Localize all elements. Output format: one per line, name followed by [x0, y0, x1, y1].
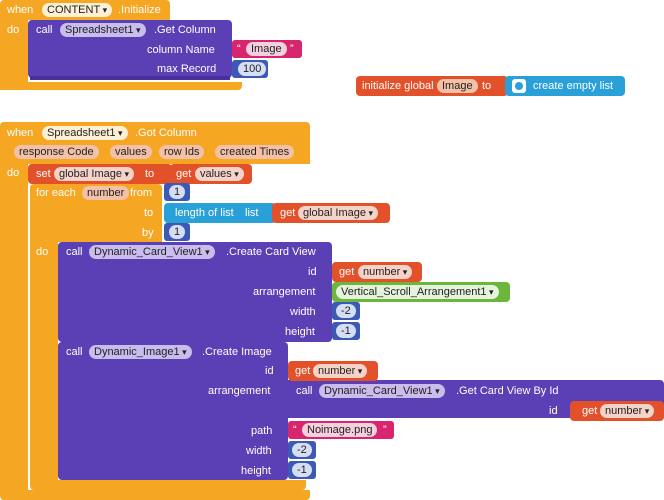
id-number-dropdown[interactable]: number	[358, 265, 413, 279]
method-name: .Get Column	[154, 24, 216, 36]
set-label: set	[36, 168, 51, 180]
height-value[interactable]: -1	[336, 324, 356, 338]
by-label: by	[142, 227, 154, 239]
do-label: do	[7, 24, 20, 36]
param-row-ids[interactable]: row Ids	[159, 145, 205, 159]
id-get-label: get	[339, 266, 355, 278]
event-block2-left-bar	[0, 164, 28, 490]
close-quote: ”	[290, 43, 294, 55]
event-block-left-bar	[0, 20, 28, 90]
component-dropdown[interactable]: CONTENT	[42, 3, 113, 17]
global-name-field[interactable]: Image	[437, 79, 478, 93]
image-component-dropdown[interactable]: Dynamic_Image1	[89, 345, 192, 359]
for-each-left-bar	[30, 242, 58, 482]
arrangement2-label: arrangement	[208, 385, 271, 397]
initialize-global-label: initialize global	[362, 80, 434, 92]
arr2-id-number-dropdown[interactable]: number	[600, 404, 655, 418]
set-to-label: to	[145, 168, 155, 180]
length-of-list-label: length of list	[175, 207, 234, 219]
create-image-method: .Create Image	[202, 346, 272, 358]
arrangement-label: arrangement	[253, 286, 316, 298]
call1-label: call	[66, 246, 83, 258]
path-label: path	[251, 425, 273, 437]
param-created-times[interactable]: created Times	[215, 145, 295, 159]
arrangement-dropdown[interactable]: Vertical_Scroll_Arrangement1	[336, 285, 499, 299]
for-each-bottom	[30, 480, 306, 490]
create-empty-list-block[interactable]	[505, 76, 625, 96]
get-global-image-dropdown[interactable]: global Image	[298, 206, 379, 220]
event-name: .Initialize	[118, 4, 161, 16]
event-block-bottom	[0, 82, 242, 90]
call-label: call	[36, 24, 53, 36]
max-record-label: max Record	[157, 63, 217, 75]
call2-label: call	[66, 346, 83, 358]
height2-label: height	[241, 465, 271, 477]
get-values-dropdown[interactable]: values	[195, 167, 244, 181]
list-label: list	[245, 207, 259, 219]
id2-number-dropdown[interactable]: number	[313, 364, 368, 378]
height2-value[interactable]: -1	[292, 463, 312, 477]
param-response-code[interactable]: response Code	[14, 145, 99, 159]
create-image-block[interactable]	[58, 342, 288, 480]
to-label: to	[482, 80, 492, 92]
number-value[interactable]: 100	[238, 62, 267, 76]
event-block2-bottom	[0, 490, 310, 500]
text-value[interactable]: Image	[246, 42, 287, 56]
spreadsheet-component-dropdown[interactable]: Spreadsheet1	[42, 126, 128, 140]
open-quote-2: “	[293, 424, 297, 436]
id2-get-label: get	[295, 365, 311, 377]
width2-value[interactable]: -2	[292, 443, 312, 457]
from-value[interactable]: 1	[169, 185, 186, 199]
for-each-var[interactable]: number	[82, 186, 130, 200]
width2-label: width	[246, 445, 272, 457]
column-name-label: column Name	[147, 44, 215, 56]
width-label: width	[290, 306, 316, 318]
card-view-dropdown[interactable]: Dynamic_Card_View1	[89, 245, 215, 259]
arr2-id-label: id	[549, 405, 558, 417]
length-of-list-block[interactable]	[164, 203, 276, 223]
set-var-dropdown[interactable]: global Image	[54, 167, 135, 181]
height-label: height	[285, 326, 315, 338]
to-label-2: to	[144, 207, 154, 219]
param-values[interactable]: values	[110, 145, 152, 159]
for-each-label: for each	[36, 187, 76, 199]
spreadsheet-dropdown[interactable]: Spreadsheet1	[60, 23, 146, 37]
get-card-view-by-id-method: .Get Card View By Id	[456, 385, 559, 397]
call-block-shadow	[30, 76, 230, 80]
id-label: id	[308, 266, 317, 278]
create-empty-list-label: create empty list	[533, 80, 614, 92]
arr2-call-label: call	[296, 385, 313, 397]
when-label-2: when	[7, 127, 34, 139]
get-label-2: get	[280, 207, 296, 219]
path-value[interactable]: Noimage.png	[302, 423, 378, 437]
close-quote-2: ”	[383, 424, 387, 436]
width-value[interactable]: -2	[336, 304, 356, 318]
id2-label: id	[265, 365, 274, 377]
do-label-2: do	[7, 167, 20, 179]
by-value[interactable]: 1	[169, 225, 186, 239]
get-label: get	[176, 168, 192, 180]
from-label: from	[130, 187, 152, 199]
create-card-view-method: .Create Card View	[226, 246, 316, 258]
open-quote: “	[237, 43, 241, 55]
when-label: when	[7, 4, 34, 16]
event-name-2: .Got Column	[135, 127, 197, 139]
inner-do-label: do	[36, 246, 49, 258]
arr2-id-get-label: get	[582, 405, 598, 417]
gear-icon[interactable]	[512, 79, 526, 93]
arr2-card-view-dropdown[interactable]: Dynamic_Card_View1	[319, 384, 445, 398]
